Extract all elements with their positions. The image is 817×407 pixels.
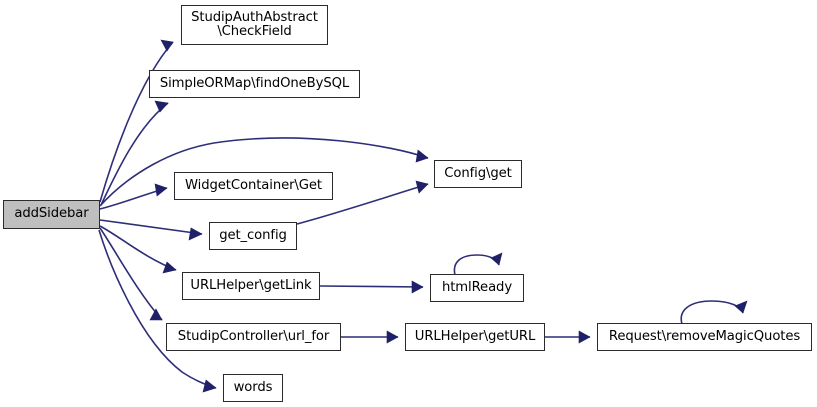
graph-node-urlFor[interactable]: StudipController\url_for bbox=[166, 323, 341, 351]
arrowhead-icon bbox=[578, 330, 591, 344]
edge-removeMagic-to-removeMagic bbox=[680, 300, 748, 325]
arrowhead-icon bbox=[188, 227, 203, 241]
graph-node-addSidebar[interactable]: addSidebar bbox=[3, 200, 100, 229]
arrowhead-icon bbox=[411, 280, 424, 294]
arrowhead-icon bbox=[162, 261, 177, 274]
graph-node-label: Config\get bbox=[444, 165, 512, 181]
edge-addSidebar-to-words bbox=[98, 229, 217, 393]
edge-addSidebar-to-checkField bbox=[99, 39, 174, 203]
edge-line bbox=[99, 227, 163, 321]
edge-line bbox=[99, 219, 203, 235]
graph-node-findOneBySQL[interactable]: SimpleORMap\findOneBySQL bbox=[149, 70, 360, 98]
edge-line bbox=[319, 285, 424, 288]
arrowhead-icon bbox=[202, 379, 217, 393]
edge-line bbox=[100, 102, 169, 206]
arrowhead-icon bbox=[149, 308, 163, 321]
edge-line bbox=[296, 183, 429, 225]
graph-node-label: get_config bbox=[219, 227, 287, 243]
graph-node-label: StudipAuthAbstract \CheckField bbox=[191, 9, 318, 39]
arrowhead-icon bbox=[490, 252, 503, 266]
edge-addSidebar-to-widgetGet bbox=[99, 183, 168, 210]
edge-addSidebar-to-findOneBySQL bbox=[100, 100, 169, 206]
graph-node-htmlReady[interactable]: htmlReady bbox=[430, 274, 524, 302]
edge-htmlReady-to-htmlReady bbox=[453, 252, 503, 276]
edge-addSidebar-to-urlFor bbox=[99, 227, 163, 321]
graph-node-checkField[interactable]: StudipAuthAbstract \CheckField bbox=[181, 5, 328, 45]
graph-node-label: StudipController\url_for bbox=[177, 328, 330, 344]
graph-node-words[interactable]: words bbox=[223, 374, 283, 402]
graph-node-getURL[interactable]: URLHelper\getURL bbox=[405, 323, 545, 351]
graph-node-label: htmlReady bbox=[441, 279, 513, 295]
arrowhead-icon bbox=[154, 100, 169, 113]
graph-node-label: URLHelper\getLink bbox=[190, 277, 312, 293]
graph-node-label: addSidebar bbox=[14, 206, 89, 222]
edge-line bbox=[99, 41, 174, 203]
graph-node-getConfig[interactable]: get_config bbox=[209, 222, 297, 250]
graph-node-label: SimpleORMap\findOneBySQL bbox=[159, 75, 350, 91]
edge-urlFor-to-getURL bbox=[341, 330, 399, 344]
edge-getLink-to-htmlReady bbox=[319, 280, 424, 294]
graph-node-getLink[interactable]: URLHelper\getLink bbox=[182, 272, 320, 300]
graph-node-configGet[interactable]: Config\get bbox=[434, 160, 522, 188]
arrowhead-icon bbox=[154, 183, 168, 197]
edge-addSidebar-to-configGet bbox=[99, 137, 429, 207]
edge-addSidebar-to-getConfig bbox=[99, 219, 203, 241]
arrowhead-icon bbox=[415, 180, 429, 194]
graph-node-label: Request\removeMagicQuotes bbox=[608, 328, 801, 344]
arrowhead-icon bbox=[386, 330, 399, 344]
arrowhead-icon bbox=[415, 149, 429, 163]
graph-node-widgetGet[interactable]: WidgetContainer\Get bbox=[174, 172, 333, 200]
edge-line bbox=[98, 229, 217, 389]
edge-getConfig-to-configGet bbox=[296, 180, 429, 225]
arrowhead-icon bbox=[734, 300, 748, 314]
graph-node-label: WidgetContainer\Get bbox=[185, 177, 322, 193]
edge-line bbox=[99, 137, 429, 207]
graph-node-label: words bbox=[233, 379, 273, 395]
graph-node-label: URLHelper\getURL bbox=[414, 328, 536, 344]
edge-addSidebar-to-getLink bbox=[99, 225, 177, 274]
graph-node-removeMagic[interactable]: Request\removeMagicQuotes bbox=[597, 323, 812, 351]
arrowhead-icon bbox=[160, 39, 174, 52]
edge-line bbox=[680, 300, 744, 325]
edge-getURL-to-removeMagic bbox=[545, 330, 591, 344]
